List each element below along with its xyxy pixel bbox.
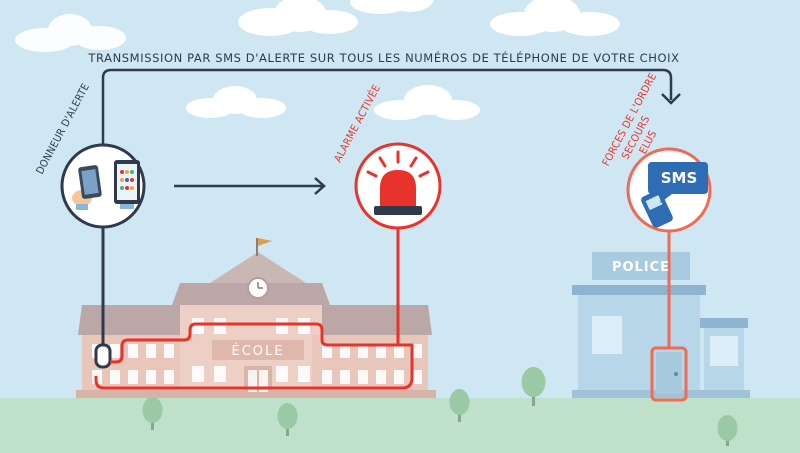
school-sign-plate <box>212 340 304 360</box>
police-sign-plate <box>592 252 690 280</box>
tree <box>449 389 470 422</box>
recipient-door-frame <box>650 346 688 402</box>
sender-node <box>60 143 146 229</box>
cloud <box>15 14 126 52</box>
cloud <box>238 0 358 36</box>
door-icon <box>656 352 682 394</box>
flag-icon <box>256 238 272 256</box>
school-sign: ÉCOLE <box>232 343 285 359</box>
cloud <box>490 0 620 36</box>
cloud <box>374 85 480 120</box>
recipients-node <box>626 147 712 233</box>
tree <box>142 397 163 430</box>
alarm-wire <box>94 227 414 390</box>
sender-to-alarm-arrowhead <box>314 177 326 195</box>
smartphones-icon <box>72 160 140 210</box>
transmission-arrow <box>101 68 673 148</box>
trees <box>142 367 738 446</box>
ground <box>0 398 800 453</box>
cloud <box>350 0 434 14</box>
tree <box>277 403 298 436</box>
transmission-arrowhead <box>661 93 681 105</box>
alarm-node <box>354 142 442 230</box>
sms-phone-icon <box>641 162 708 228</box>
transmission-label: TRANSMISSION PAR SMS D'ALERTE SUR TOUS L… <box>87 50 679 65</box>
sms-text: SMS <box>661 169 698 187</box>
school-building <box>76 238 436 398</box>
tree <box>521 367 546 406</box>
police-station <box>572 252 750 398</box>
cloud <box>186 86 286 118</box>
siren-icon <box>366 150 430 215</box>
police-sign: POLICE <box>612 260 670 275</box>
clock-icon <box>247 277 269 299</box>
sender-device <box>94 343 112 369</box>
tree <box>717 415 738 446</box>
clouds <box>15 0 620 120</box>
